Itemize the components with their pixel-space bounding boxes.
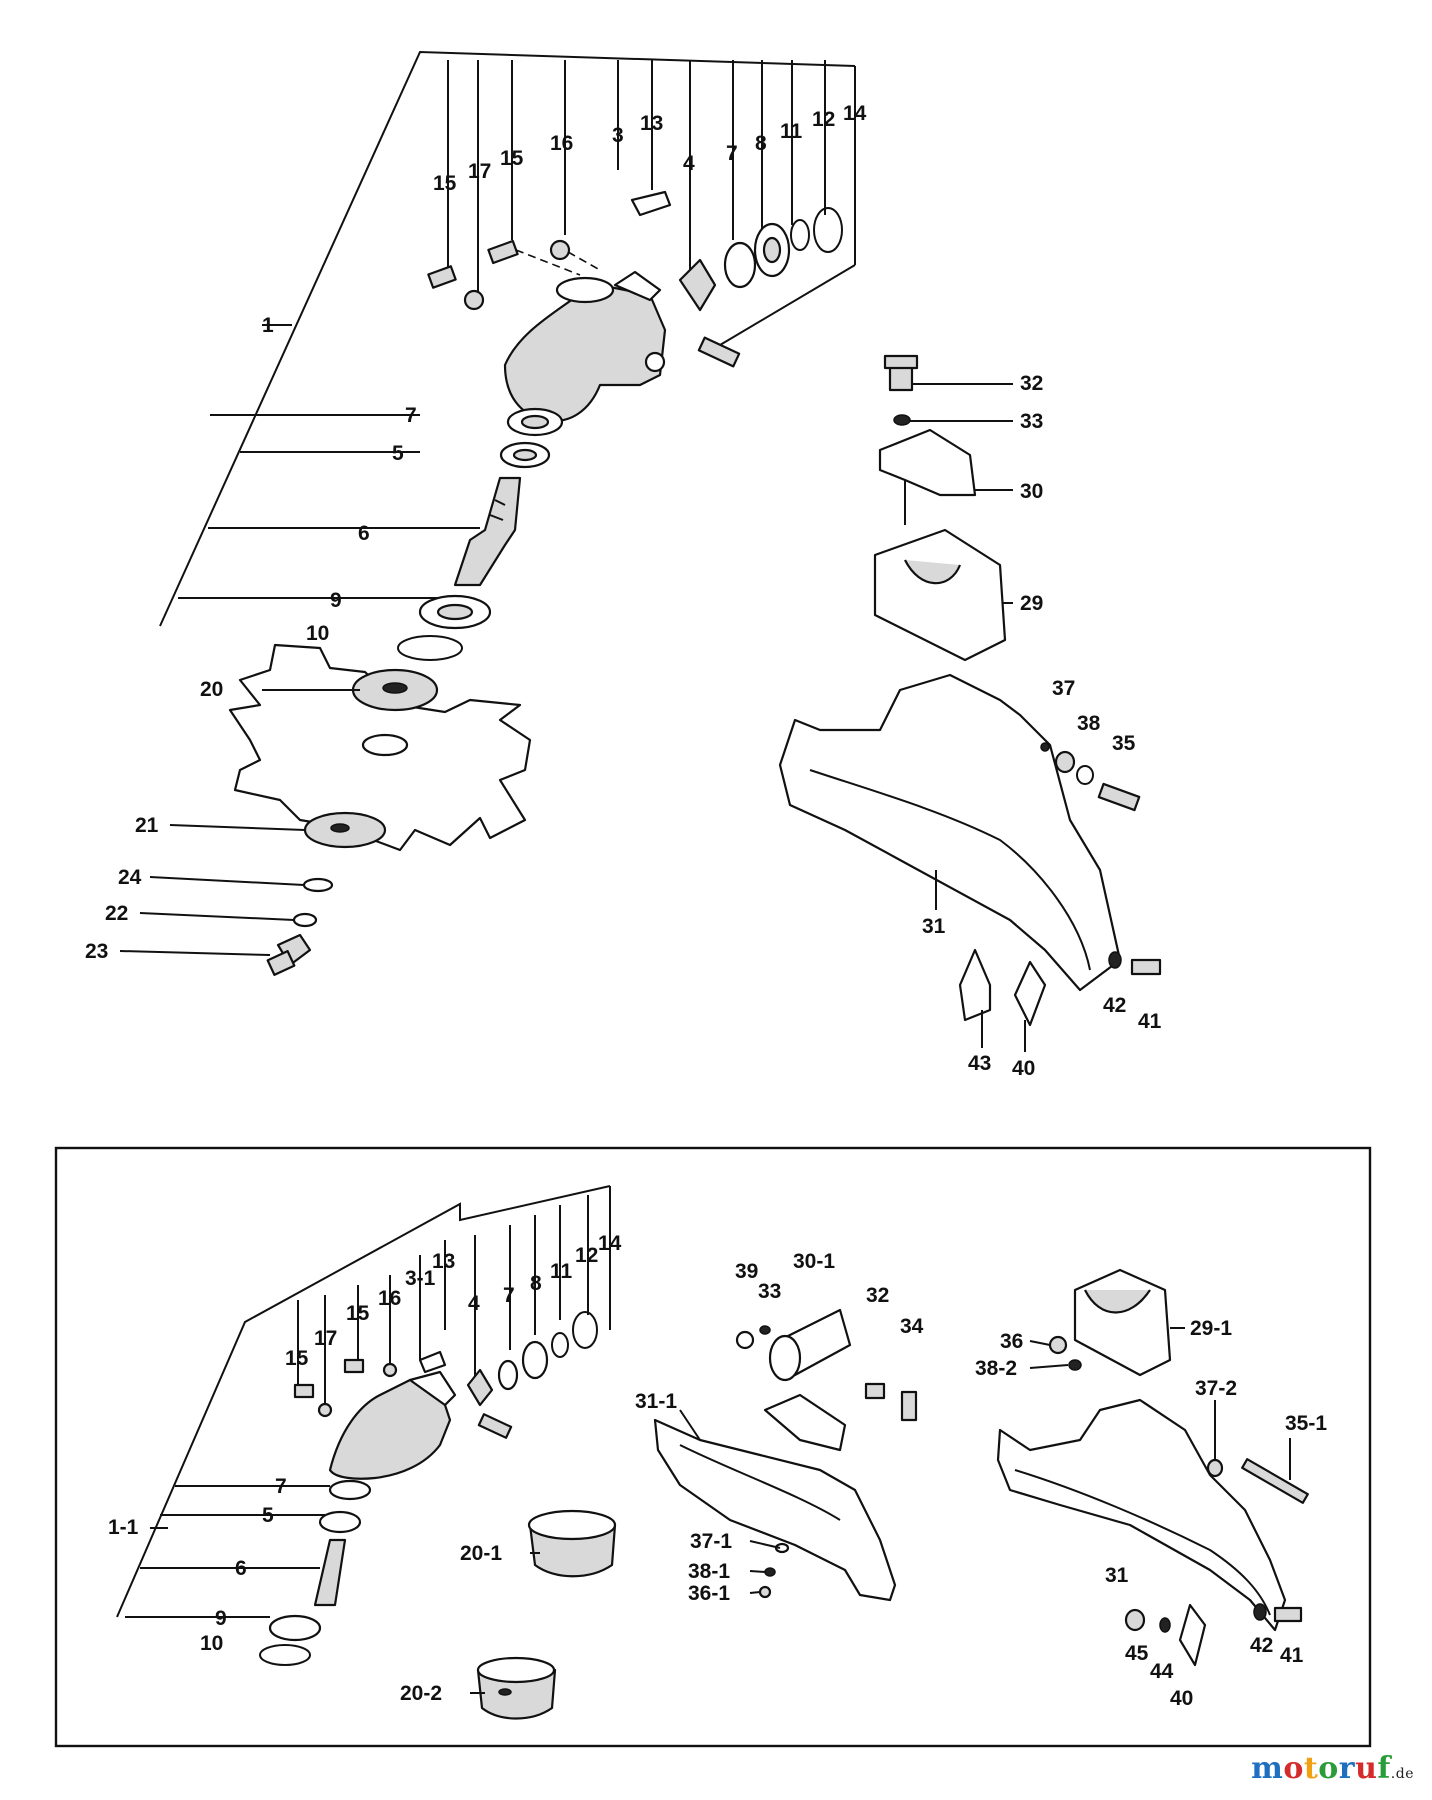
lower-label: 33 xyxy=(758,1280,781,1303)
upper-label: 14 xyxy=(843,102,867,125)
watermark-suffix: .de xyxy=(1390,1766,1414,1782)
upper-label: 20 xyxy=(200,678,223,701)
lower-label: 14 xyxy=(598,1232,622,1255)
upper-label: 35 xyxy=(1112,732,1136,755)
upper-label: 13 xyxy=(640,112,663,135)
lower-label: 5 xyxy=(262,1504,274,1527)
upper-label: 7 xyxy=(405,404,417,427)
upper-label: 10 xyxy=(306,622,329,645)
guard-31-1 xyxy=(653,1418,897,1602)
upper-label: 6 xyxy=(358,522,370,545)
lower-label: 32 xyxy=(866,1284,889,1307)
upper-label: 24 xyxy=(118,866,142,889)
lower-label: 45 xyxy=(1125,1642,1149,1665)
upper-label: 43 xyxy=(968,1052,991,1075)
upper-label: 32 xyxy=(1020,372,1043,395)
lower-label: 34 xyxy=(900,1315,924,1338)
upper-label: 38 xyxy=(1077,712,1101,735)
lower-assembly xyxy=(116,1185,1309,1720)
lower-label: 44 xyxy=(1150,1660,1174,1683)
upper-label: 41 xyxy=(1138,1010,1162,1033)
lower-label: 31 xyxy=(1105,1564,1129,1587)
upper-label: 23 xyxy=(85,940,108,963)
lower-label: 20-1 xyxy=(460,1542,502,1565)
watermark-brand: motoruf xyxy=(1251,1751,1391,1786)
upper-label: 16 xyxy=(550,132,573,155)
lower-label: 37-1 xyxy=(690,1530,732,1553)
shaft-6 xyxy=(453,476,522,587)
gear-housing xyxy=(503,283,667,423)
block-29-1 xyxy=(1073,1268,1172,1377)
upper-label: 17 xyxy=(468,160,491,183)
upper-label: 42 xyxy=(1103,994,1126,1017)
upper-label: 22 xyxy=(105,902,128,925)
upper-label: 15 xyxy=(500,147,524,170)
lower-label: 41 xyxy=(1280,1644,1304,1667)
clamp-30 xyxy=(878,428,977,497)
lower-frame xyxy=(54,1146,1372,1748)
lower-label: 39 xyxy=(735,1260,758,1283)
lower-label: 7 xyxy=(275,1475,287,1498)
lower-label: 36-1 xyxy=(688,1582,730,1605)
guard-31 xyxy=(778,673,1122,992)
upper-labels: 15 17 15 16 3 13 4 7 8 11 12 14 1 7 5 6 … xyxy=(85,102,1162,1080)
lower-label: 12 xyxy=(575,1244,598,1267)
upper-label: 31 xyxy=(922,915,946,938)
lower-label: 40 xyxy=(1170,1687,1193,1710)
upper-label: 15 xyxy=(433,172,457,195)
lower-label: 38-1 xyxy=(688,1560,730,1583)
lower-label: 13 xyxy=(432,1250,455,1273)
upper-label: 11 xyxy=(780,120,803,143)
upper-label: 3 xyxy=(612,124,624,147)
lower-labels: 15 17 15 16 3-1 13 4 7 8 11 12 14 1-1 7 … xyxy=(108,1232,1327,1710)
lower-label: 7 xyxy=(503,1284,515,1307)
guard-31-lower xyxy=(996,1398,1287,1632)
gear-housing-lower xyxy=(328,1378,452,1480)
lower-label: 38-2 xyxy=(975,1357,1017,1380)
lower-label: 15 xyxy=(346,1302,370,1325)
motoruf-watermark: motoruf.de xyxy=(1251,1751,1414,1786)
lower-label: 31-1 xyxy=(635,1390,677,1413)
upper-label: 9 xyxy=(330,589,342,612)
lower-label: 17 xyxy=(314,1327,337,1350)
block-29 xyxy=(873,528,1007,662)
lower-label: 15 xyxy=(285,1347,309,1370)
lower-label: 20-2 xyxy=(400,1682,442,1705)
lower-label: 35-1 xyxy=(1285,1412,1327,1435)
upper-label: 29 xyxy=(1020,592,1043,615)
upper-label: 30 xyxy=(1020,480,1043,503)
upper-label: 4 xyxy=(683,152,695,175)
lower-label: 42 xyxy=(1250,1634,1273,1657)
upper-label: 8 xyxy=(755,132,767,155)
upper-label: 1 xyxy=(262,314,274,337)
upper-label: 5 xyxy=(392,442,404,465)
lower-label: 10 xyxy=(200,1632,223,1655)
upper-assembly xyxy=(159,50,1162,1027)
upper-label: 37 xyxy=(1052,677,1075,700)
upper-label: 21 xyxy=(135,814,159,837)
lower-label: 9 xyxy=(215,1607,227,1630)
upper-label: 12 xyxy=(812,108,835,131)
lower-label: 4 xyxy=(468,1292,480,1315)
lower-label: 37-2 xyxy=(1195,1377,1237,1400)
lower-label: 30-1 xyxy=(793,1250,835,1273)
upper-label: 33 xyxy=(1020,410,1043,433)
lower-label: 3-1 xyxy=(405,1267,436,1290)
lower-label: 8 xyxy=(530,1272,542,1295)
lower-label: 11 xyxy=(550,1260,573,1283)
upper-label: 7 xyxy=(726,142,738,165)
lower-label: 1-1 xyxy=(108,1516,139,1539)
lower-label: 29-1 xyxy=(1190,1317,1232,1340)
upper-label: 40 xyxy=(1012,1057,1035,1080)
cup-20-2 xyxy=(476,1668,557,1720)
lower-label: 6 xyxy=(235,1557,247,1580)
lower-label: 16 xyxy=(378,1287,401,1310)
lower-label: 36 xyxy=(1000,1330,1023,1353)
